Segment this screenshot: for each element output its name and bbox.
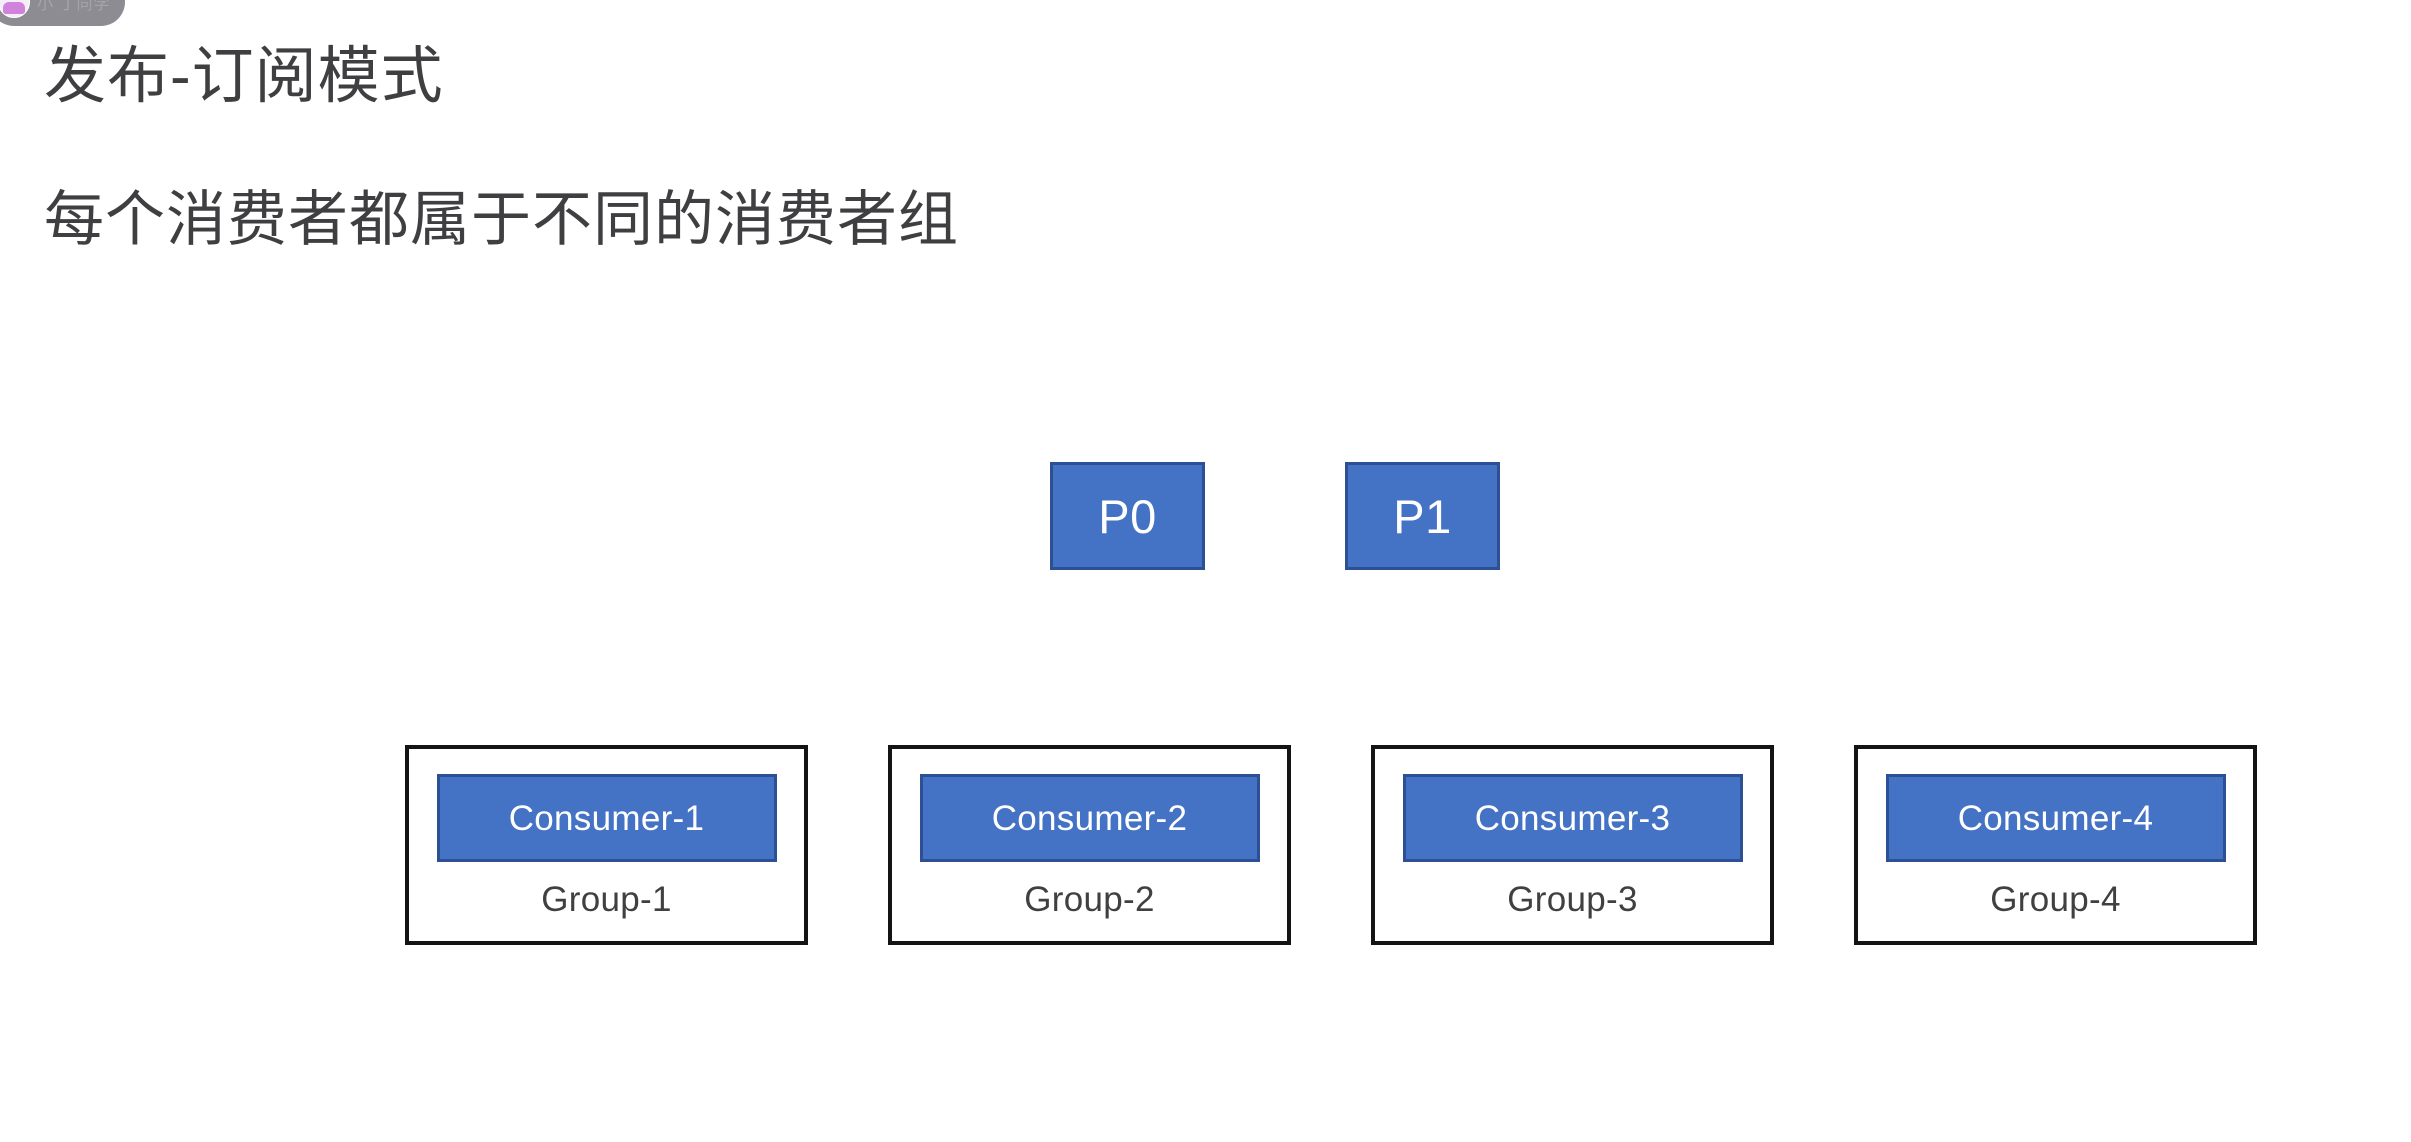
group-label-1: Group-1 xyxy=(541,880,672,919)
partition-row: P0 P1 xyxy=(1050,462,1500,570)
group-label-2: Group-2 xyxy=(1024,880,1155,919)
consumer-group-row: Consumer-1 Group-1 Consumer-2 Group-2 Co… xyxy=(405,745,2257,945)
consumer-group-4: Consumer-4 Group-4 xyxy=(1854,745,2257,945)
partition-box-p1: P1 xyxy=(1345,462,1500,570)
avatar-icon xyxy=(0,0,30,18)
consumer-box-1: Consumer-1 xyxy=(436,774,777,862)
heading-block: 发布-订阅模式 每个消费者都属于不同的消费者组 xyxy=(44,46,2144,250)
page-title: 发布-订阅模式 xyxy=(44,42,444,111)
consumer-group-1: Consumer-1 Group-1 xyxy=(405,745,808,945)
consumer-box-3: Consumer-3 xyxy=(1402,774,1743,862)
page-subtitle: 每个消费者都属于不同的消费者组 xyxy=(44,186,959,253)
partition-box-p0: P0 xyxy=(1050,462,1205,570)
consumer-group-3: Consumer-3 Group-3 xyxy=(1371,745,1774,945)
watermark-label: 小 丁同学 xyxy=(37,0,111,13)
consumer-group-2: Consumer-2 Group-2 xyxy=(888,745,1291,945)
consumer-box-4: Consumer-4 xyxy=(1885,774,2226,862)
group-label-4: Group-4 xyxy=(1990,880,2121,919)
group-label-3: Group-3 xyxy=(1507,880,1638,919)
watermark-badge: 小 丁同学 xyxy=(0,0,125,26)
consumer-box-2: Consumer-2 xyxy=(919,774,1260,862)
